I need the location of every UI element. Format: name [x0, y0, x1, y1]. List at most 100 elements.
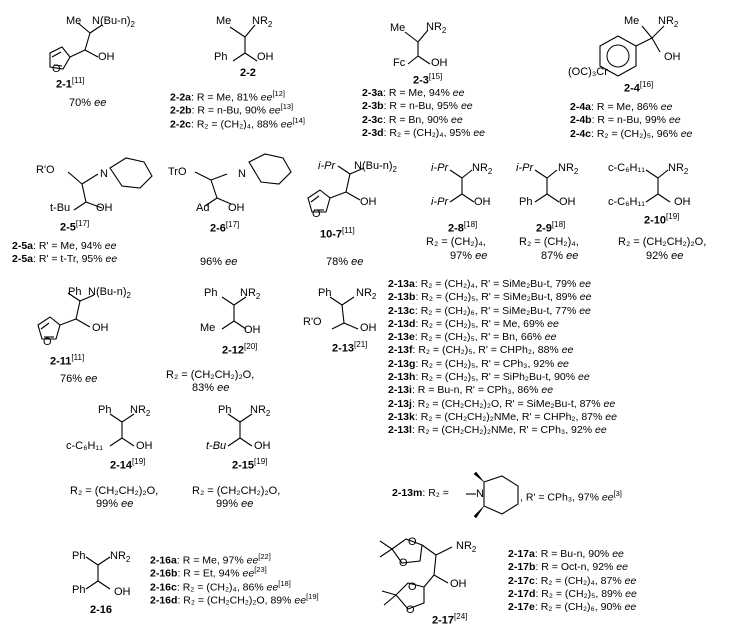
2-16-oh: OH [114, 586, 131, 598]
2-10-label: 2-10[19] [644, 212, 680, 227]
structure-2-4 [599, 25, 665, 77]
2-3-label: 2-3[15] [413, 72, 443, 87]
2-2-me: Me [216, 15, 232, 27]
structure-2-3 [404, 29, 431, 65]
2-1-amine: N(Bu-n)2 [92, 15, 135, 30]
10-7-ring-o: O [312, 208, 321, 220]
2-1-me: Me [66, 15, 82, 27]
2-8-r2: R₂ = (CH₂)₄, [426, 236, 486, 248]
2-12-amine: NR2 [240, 287, 261, 302]
2-10-chx1: c-C₆H₁₁ [608, 162, 645, 174]
2-5-tbu: t-Bu [50, 202, 71, 214]
2-8-ipr2: i-Pr [431, 196, 449, 208]
2-2-oh: OH [257, 51, 274, 63]
2-5-list: 2-5a: R' = Me, 94% ee 2-5a: R' = t-Tr, 9… [12, 240, 118, 266]
2-13-oh: OH [360, 322, 377, 334]
2-13-amine: NR2 [356, 287, 377, 302]
2-13-ro: R'O [303, 316, 322, 328]
2-2-amine: NR2 [252, 15, 273, 30]
2-16-ph1: Ph [72, 550, 86, 562]
structure-10-7 [307, 165, 365, 213]
2-4-amine: NR2 [658, 15, 679, 30]
2-9-ph: Ph [519, 196, 533, 208]
2-5-oh: OH [96, 202, 113, 214]
2-1-oh: OH [98, 51, 115, 63]
2-13m-prefix: 2-13m: R₂ = [392, 487, 449, 499]
2-12-r2: R₂ = (CH₂CH₂)₂O, [166, 369, 255, 381]
10-7-ipr: i-Pr [318, 160, 336, 172]
structure-2-5 [67, 157, 153, 211]
2-14-label: 2-14[19] [110, 457, 146, 472]
2-14-oh: OH [136, 440, 153, 452]
structure-2-13m-piperidine [466, 471, 519, 519]
2-13m-n: N [476, 488, 484, 500]
2-14-ph: Ph [98, 404, 112, 416]
2-9-r2: R₂ = (CH₂)₄, [519, 236, 579, 248]
structure-2-13 [329, 296, 359, 330]
2-2-list: 2-2a: R = Me, 81% ee[12] 2-2b: R = n-Bu,… [170, 89, 305, 131]
structure-2-1 [49, 22, 103, 70]
10-7-oh: OH [360, 196, 377, 208]
2-1-label: 2-1[11] [56, 76, 85, 91]
2-17-label: 2-17[24] [432, 612, 468, 627]
2-5-n: N [100, 168, 108, 180]
10-7-label: 10-7[11] [320, 226, 355, 241]
2-14-chx: c-C₆H₁₁ [66, 440, 103, 452]
2-8-label: 2-8[18] [448, 220, 478, 235]
structure-2-14 [109, 413, 135, 447]
2-12-ee: 83% ee [192, 382, 230, 394]
2-12-me: Me [200, 322, 216, 334]
2-2-label: 2-2 [240, 67, 256, 79]
2-15-ph: Ph [218, 404, 232, 416]
2-3-oh: OH [431, 57, 448, 69]
2-4-cr: (OC)₃Cr [568, 66, 608, 78]
2-12-ph: Ph [204, 287, 218, 299]
2-17-o4: O [406, 604, 415, 616]
2-9-ipr: i-Pr [516, 162, 534, 174]
2-4-label: 2-4[16] [624, 80, 654, 95]
structure-2-9 [534, 169, 560, 203]
2-11-amine: N(Bu-n)2 [88, 286, 131, 301]
2-15-tbu: t-Bu [206, 440, 227, 452]
structure-2-12 [221, 296, 247, 330]
2-16-amine: NR2 [110, 550, 131, 565]
2-6-label: 2-6[17] [210, 220, 240, 235]
2-9-label: 2-9[18] [536, 220, 566, 235]
2-6-n: N [238, 168, 246, 180]
2-8-ipr1: i-Pr [431, 162, 449, 174]
2-15-ee: 99% ee [216, 498, 254, 510]
structure-2-11 [37, 292, 95, 340]
10-7-ee: 78% ee [326, 256, 364, 268]
2-12-label: 2-12[20] [222, 342, 258, 357]
2-1-ring-o: O [52, 63, 61, 75]
2-3-me: Me [390, 22, 406, 34]
2-13-ph: Ph [318, 287, 332, 299]
2-13-list: 2-13a: R₂ = (CH₂)₄, R' = SiMe₂Bu-t, 79% … [388, 278, 617, 437]
2-11-ee: 76% ee [60, 373, 98, 385]
2-11-ring-o: O [43, 336, 52, 348]
2-14-r2: R₂ = (CH₂CH₂)₂O, [70, 485, 159, 497]
2-3-list: 2-3a: R = Me, 94% ee 2-3b: R = n-Bu, 95%… [362, 87, 486, 139]
2-4-oh: OH [664, 51, 681, 63]
2-12-oh: OH [244, 324, 261, 336]
2-3-fc: Fc [393, 57, 406, 69]
2-5-label: 2-5[17] [60, 219, 90, 234]
structure-2-16 [85, 556, 111, 590]
2-10-ee: 92% ee [646, 250, 684, 262]
2-9-ee: 87% ee [541, 250, 579, 262]
2-10-amine: NR2 [668, 162, 689, 177]
2-8-oh: OH [474, 196, 491, 208]
2-16-ph2: Ph [72, 584, 86, 596]
2-14-ee: 99% ee [96, 498, 134, 510]
2-8-amine: NR2 [472, 162, 493, 177]
2-5-ro: R'O [36, 164, 55, 176]
2-17-o3: O [408, 581, 417, 593]
2-17-o2: O [399, 557, 408, 569]
2-9-amine: NR2 [558, 162, 579, 177]
structure-2-2 [229, 24, 258, 62]
2-14-amine: NR2 [130, 404, 151, 419]
structure-2-17 [379, 538, 453, 610]
2-6-oh: OH [228, 202, 245, 214]
2-8-ee: 97% ee [450, 250, 488, 262]
structure-2-15 [227, 413, 253, 447]
